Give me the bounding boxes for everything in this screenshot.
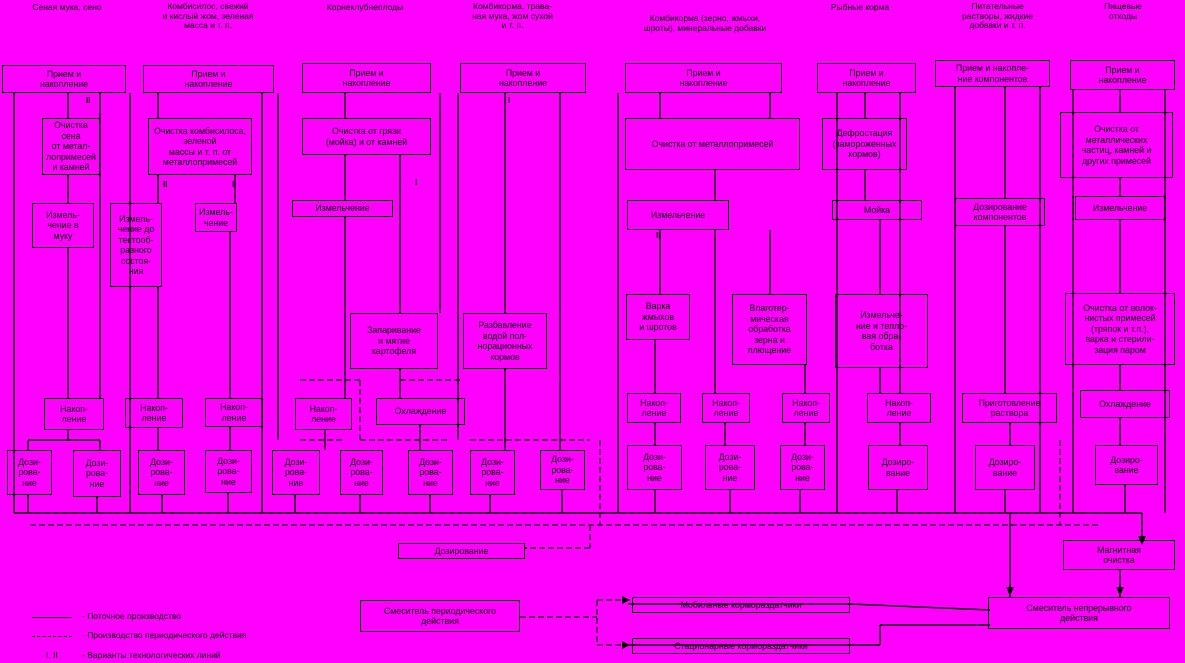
legend-variants-label: - Варианты технологических линий (82, 650, 221, 660)
grind-flour-box: Измель- чение в муку (32, 203, 94, 248)
grind-box: Измель- чение (195, 203, 237, 232)
receive-box: Прием и накопление (460, 63, 586, 93)
accumulation-box: Накоп- ление (44, 398, 104, 430)
variant-mark: I (508, 96, 511, 105)
legend-dashed-line (32, 636, 72, 637)
clean-silage-box: Очистка комбисилоса, зеленой массы и т. … (148, 118, 252, 175)
stationary-distributors-box: Стационарные кормораздатчики (632, 638, 850, 654)
legend-dashed-label: - Производство периодического действия (82, 630, 247, 640)
dosing-box: Дозиро- вание (975, 445, 1035, 490)
column-title-roots: Корнеклубнеплоды (326, 2, 404, 12)
receive-box: Прием и накопление (817, 63, 916, 93)
dosing-box: Дози- рова- ние (272, 450, 320, 495)
magnetic-cleaning-box: Магнитная очистка (1063, 540, 1175, 570)
dosing-box: Дози- рова- ние (73, 450, 121, 497)
cooling-box: Охлаждение (1080, 390, 1170, 418)
column-title-fish: Рыбные корма (830, 2, 890, 12)
clean-hay-box: Очистка сена от метал- лопримесей и камн… (42, 118, 100, 175)
variant-mark: II (656, 231, 661, 240)
accumulation-box: Накоп- ление (627, 393, 681, 423)
legend-solid-label: - Поточное производство (82, 611, 182, 621)
accumulation-box: Накоп- ление (125, 398, 183, 428)
dose-components-box: Дозирование компонентов (955, 198, 1045, 226)
receive-box: Прием и накопление (2, 65, 126, 93)
column-title-solutions: Питательные растворы, жидкие добавки и т… (962, 1, 1033, 30)
column-title-food-waste: Пищевые отходы (1104, 1, 1142, 21)
clean-soft-box: Очистка от волок- нистых примесей (тряпо… (1065, 293, 1175, 365)
clean-food-box: Очистка от металлических частиц, камней … (1060, 112, 1173, 178)
dosing-box: Дози- рова- ние (340, 450, 383, 495)
prepare-solution-box: Приготовление раствора (962, 393, 1057, 423)
mobile-distributors-box: Мобильные кормораздатчики (632, 597, 850, 613)
accumulation-box: Накоп- ление (702, 393, 750, 423)
variant-mark: I (232, 180, 235, 189)
grind-fine-box: Измель- чение до тестооб- разного состоя… (110, 203, 162, 287)
legend-variants-key: I, II (46, 650, 58, 660)
defrost-box: Дефростация (замороженных кормов) (822, 118, 907, 170)
dosing-box: Дози- рова- ние (705, 445, 755, 490)
cooling-box: Охлаждение (376, 398, 465, 425)
dosing-box: Дози- рова- ние (205, 450, 252, 493)
variant-mark: I (415, 178, 418, 187)
clean-roots-box: Очистка от грязи (мойка) и от камней (302, 118, 431, 155)
grind-food-box: Измельчение (1075, 196, 1165, 220)
accumulation-box: Накоп- ление (867, 393, 931, 423)
dosing-box: Дози- рова- ние (540, 450, 585, 490)
dosing-box: Дозиро- вание (868, 445, 928, 490)
dosing-box: Дози- рова- ние (138, 450, 185, 495)
grind-grain-box: Измельчение (627, 200, 729, 230)
column-title-compound-feed: Комбикорма, трава- ная мука, жом сухой и… (472, 1, 553, 30)
receive-box: Прием и накопление (302, 63, 431, 93)
batch-mixer-box: Смеситель периодического действия (360, 600, 520, 632)
dosing-box: Дози- рова- ние (408, 450, 453, 495)
accumulation-box: Накоп- ление (205, 398, 263, 427)
dosing-batch-box: Дозирование (398, 543, 525, 559)
receive-box: Прием и накопление (625, 63, 782, 93)
receive-components-box: Прием и накопле- ние компонентов (935, 60, 1050, 87)
variant-mark: II (86, 96, 91, 105)
wash-box: Мойка (832, 200, 922, 220)
dilute-box: Разбавление водой пол- норационных кормо… (463, 313, 547, 369)
column-title-hay: Сеная мука, сено (32, 2, 102, 12)
accumulation-box: Накоп- ление (295, 398, 352, 430)
legend-solid-line (32, 617, 72, 618)
receive-box: Прием и накопление (1070, 60, 1175, 90)
dosing-box: Дози- рова- ние (7, 450, 52, 495)
dosing-box: Дози- рова- ние (780, 445, 825, 490)
cook-cake-box: Варка жмыхов и шротов (626, 294, 690, 340)
variant-mark: II (163, 180, 168, 189)
dosing-box: Дози- рова- ние (470, 450, 515, 495)
grind-heat-box: Измельче- ние и тепло- вая обра- ботка (835, 294, 928, 368)
column-title-silage: Комбисилос, свежий и кислый жом, зеленая… (162, 1, 254, 30)
receive-box: Прием и накопление (143, 65, 274, 93)
clean-metal-box: Очистка от металлопримесей (625, 118, 800, 170)
accumulation-box: Накоп- ление (782, 393, 830, 423)
dosing-box: Дози- рова- ние (627, 445, 682, 490)
hydrothermal-box: Влаготер- мическая обработка зерна и плю… (732, 294, 807, 365)
continuous-mixer-box: Смеситель непрерывного действия (988, 597, 1170, 629)
steam-roots-box: Запаривание и мятие картофеля (350, 313, 438, 369)
grind-roots-box: Измельчение (292, 200, 393, 217)
dosing-box: Дозиро- вание (1095, 445, 1158, 485)
column-title-grain: Комбикорма (зерно, жмыхи, шроты), минера… (643, 13, 767, 33)
